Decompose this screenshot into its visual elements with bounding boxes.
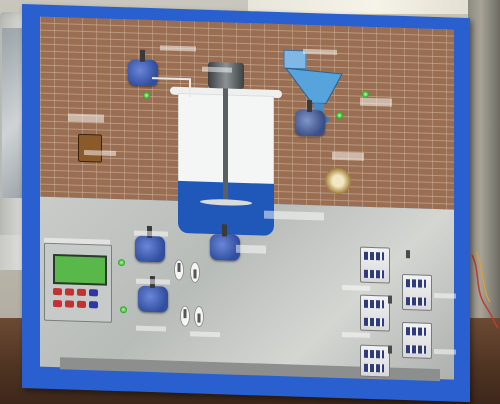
operator-button [65,300,74,308]
equipment-label [202,66,232,73]
toggle-switch-icon [180,305,190,327]
indicator-led-icon [120,306,127,314]
valve-icon [138,285,168,313]
equipment-label [84,149,116,156]
toggle-switch-icon [190,262,200,283]
switch-knob [388,295,392,304]
equipment-label [190,331,220,338]
pipe [152,77,191,98]
operator-button [65,288,74,296]
contactor-icon [360,294,390,332]
switch-knob [406,250,410,259]
operator-button [53,287,62,296]
agitator-shaft [223,78,228,204]
operator-button [89,289,98,297]
equipment-label [434,292,456,299]
switch-knob [388,345,392,354]
equipment-label [134,230,168,237]
equipment-label [68,113,104,123]
valve-icon [135,235,165,263]
equipment-label [360,97,392,107]
equipment-label [136,325,166,332]
pump-icon [295,109,325,137]
contactor-icon [402,273,432,311]
indicator-led-icon [336,111,343,120]
equipment-label [303,48,337,55]
training-board [22,4,470,403]
mixer-motor [208,61,244,89]
contactor-icon [402,321,432,359]
contactor-icon [360,246,390,284]
operator-panel-screen [53,253,107,286]
equipment-label [342,332,370,338]
toggle-switch-icon [174,259,184,281]
indicator-led-icon [143,91,150,100]
equipment-label [332,151,364,161]
operator-button [53,299,62,308]
background-wall [248,0,500,14]
operator-button [77,300,86,309]
board-face [40,16,456,382]
gauge-icon [325,167,351,195]
operator-button [89,301,98,309]
contactor-icon [360,344,390,378]
toggle-switch-icon [194,306,204,327]
indicator-led-icon [118,259,125,267]
equipment-label [434,348,456,355]
equipment-label [342,285,370,291]
operator-panel-icon [44,242,112,323]
cables [471,251,499,329]
equipment-label [136,278,170,285]
equipment-label [236,244,266,254]
operator-button [77,288,86,297]
heater-icon [78,133,102,163]
